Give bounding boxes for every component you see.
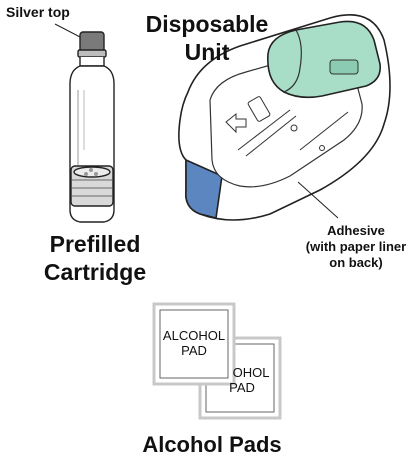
- adhesive-label-line1: Adhesive: [327, 223, 385, 238]
- disposable-unit-illustration: [178, 14, 391, 221]
- adhesive-label-line2: (with paper liner: [305, 239, 407, 254]
- disposable-unit-title-line1: Disposable: [145, 11, 269, 37]
- adhesive-label: Adhesive (with paper liner on back): [294, 223, 418, 271]
- prefilled-cartridge-title-line1: Prefilled: [49, 231, 141, 257]
- disposable-unit-title: Disposable Unit: [132, 10, 282, 66]
- pad-back-text-2: PAD: [229, 380, 255, 395]
- prefilled-cartridge-title-line2: Cartridge: [43, 259, 147, 285]
- cartridge-illustration: [54, 23, 115, 223]
- adhesive-tab: [184, 158, 223, 219]
- silver-top-label: Silver top: [6, 4, 70, 20]
- pad-front-text-1: ALCOHOL: [163, 328, 225, 343]
- adhesive-label-line3: on back): [329, 255, 383, 270]
- adhesive-leader: [297, 181, 339, 219]
- pad-front-text-2: PAD: [181, 343, 207, 358]
- disposable-unit-title-line2: Unit: [184, 39, 230, 65]
- alcohol-pad-illustration: [152, 302, 282, 420]
- alcohol-pads-title: Alcohol Pads: [142, 432, 282, 457]
- prefilled-cartridge-title: Prefilled Cartridge: [20, 230, 170, 286]
- pad-back-text-1: OHOL: [233, 365, 270, 380]
- unit-housing: [267, 20, 382, 99]
- silver-top-leader: [54, 23, 83, 39]
